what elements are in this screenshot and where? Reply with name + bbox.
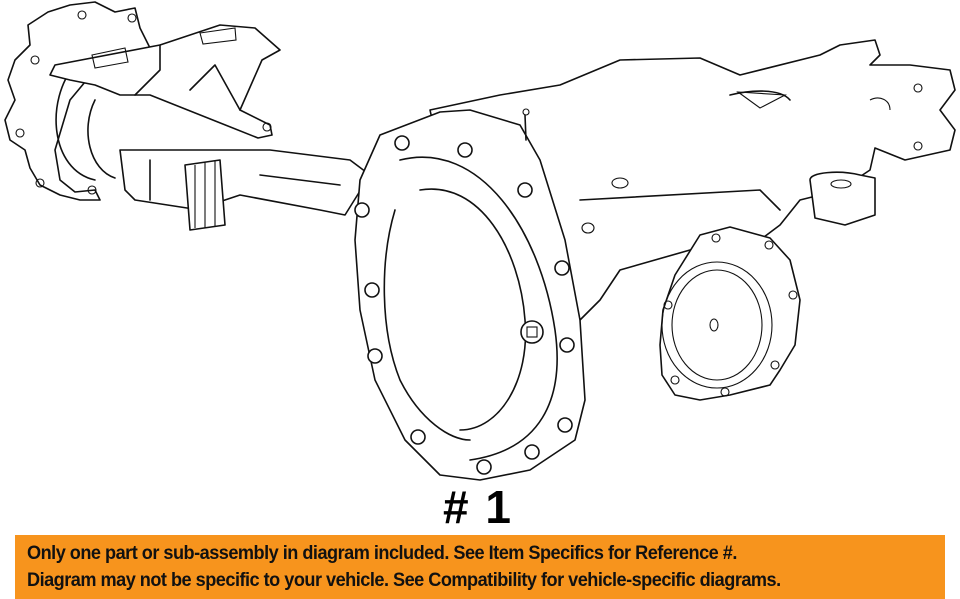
upper-mount-bracket (49, 24, 281, 139)
disclaimer-line-1: Only one part or sub-assembly in diagram… (27, 542, 737, 564)
disclaimer-banner: Only one part or sub-assembly in diagram… (15, 535, 945, 599)
cover-bolts (354, 135, 575, 475)
parts-diagram (4, 1, 956, 481)
axle-assembly-drawing (4, 1, 956, 481)
reference-number-label: # 1 (443, 481, 513, 533)
left-axle-tube (119, 149, 371, 231)
right-hub-flange (659, 226, 801, 401)
differential-cover (354, 108, 586, 481)
disclaimer-line-2: Diagram may not be specific to your vehi… (27, 569, 781, 591)
